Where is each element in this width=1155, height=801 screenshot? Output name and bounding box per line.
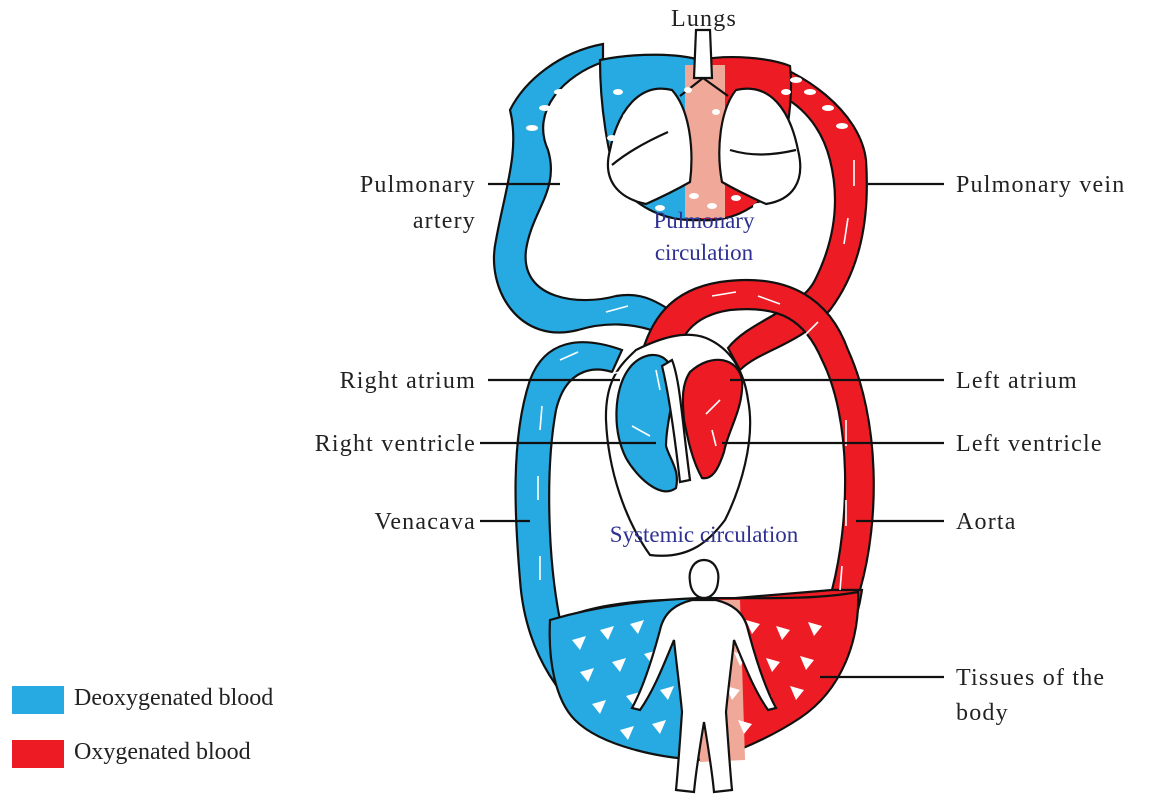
legend-label-deoxygenated: Deoxygenated blood [74,685,273,711]
label-pulmonary-vein: Pulmonary vein [956,172,1125,198]
label-systemic-circulation: Systemic circulation [610,522,799,547]
label-aorta: Aorta [956,509,1017,535]
label-tissues-line2: body [956,700,1009,726]
label-pulmonary-circulation-line1: Pulmonary [654,208,755,233]
legend-swatch-oxygenated [12,740,64,768]
label-pulmonary-artery-line2: artery [413,208,476,234]
legend-swatch-deoxygenated [12,686,64,714]
legend: Deoxygenated blood Oxygenated blood [12,685,273,768]
label-left-atrium: Left atrium [956,368,1078,394]
label-right-atrium: Right atrium [340,368,476,394]
label-pulmonary-circulation-line2: circulation [655,240,754,265]
label-right-ventricle: Right ventricle [315,431,476,457]
label-left-ventricle: Left ventricle [956,431,1103,457]
label-lungs: Lungs [671,6,737,32]
legend-label-oxygenated: Oxygenated blood [74,739,251,765]
label-venacava: Venacava [374,509,476,535]
label-tissues-line1: Tissues of the [956,665,1105,691]
label-pulmonary-artery-line1: Pulmonary [360,172,476,198]
